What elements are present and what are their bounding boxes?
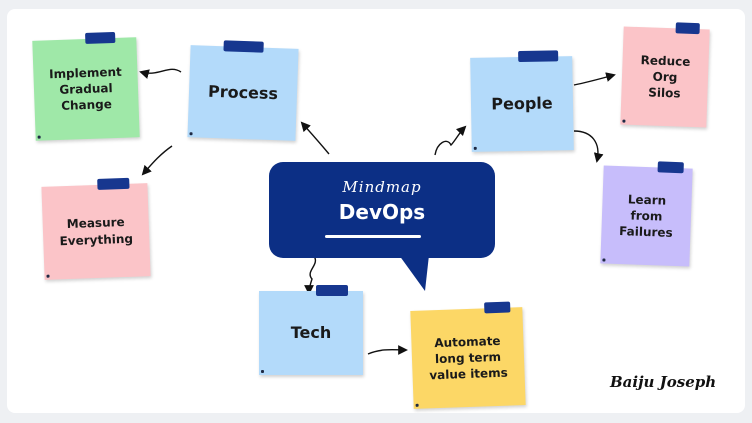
note-measure-everything: Measure Everything	[41, 177, 151, 280]
note-automate-value-items: Automate long term value items	[410, 301, 526, 409]
mindmap-canvas: Mindmap DevOps Process People Tech Imple…	[7, 9, 745, 413]
arrow-center-to-tech	[304, 255, 317, 295]
center-bubble-tail	[399, 255, 429, 291]
center-title: DevOps	[338, 200, 426, 224]
arrow-people-to-reduce	[573, 72, 616, 86]
note-implement-gradual-change: Implement Gradual Change	[32, 31, 140, 141]
note-reduce-org-silos: Reduce Org Silos	[620, 22, 710, 128]
note-reduce-label: Reduce Org Silos	[640, 52, 691, 101]
arrow-tech-to-automate	[367, 345, 408, 355]
note-people-label: People	[491, 93, 553, 114]
center-subtitle: Mindmap	[342, 178, 422, 196]
author-signature: Baiju Joseph	[610, 373, 717, 391]
center-underline	[325, 235, 421, 238]
note-tech: Tech	[259, 285, 363, 375]
tape	[518, 50, 559, 63]
arrow-center-to-process	[300, 121, 330, 155]
note-learn-label: Learn from Failures	[618, 192, 673, 241]
tape	[97, 177, 130, 190]
tape	[316, 285, 348, 296]
note-implement-label: Implement Gradual Change	[48, 64, 123, 113]
center-node: Mindmap DevOps	[269, 162, 495, 258]
arrow-process-to-implement	[139, 68, 182, 79]
tape	[223, 40, 264, 53]
note-process-label: Process	[207, 81, 279, 104]
tape	[675, 22, 700, 35]
arrow-people-to-learn	[573, 130, 604, 163]
note-process: Process	[187, 40, 299, 141]
arrow-center-to-people	[434, 125, 467, 156]
tape	[484, 301, 511, 314]
tape	[85, 31, 116, 44]
arrow-process-to-measure	[141, 145, 173, 176]
note-measure-label: Measure Everything	[59, 215, 134, 248]
connector-arrows	[139, 68, 616, 355]
note-tech-label: Tech	[290, 323, 332, 343]
note-automate-label: Automate long term value items	[429, 333, 509, 383]
note-people: People	[470, 50, 574, 152]
tape	[657, 161, 684, 174]
note-learn-from-failures: Learn from Failures	[600, 161, 693, 267]
